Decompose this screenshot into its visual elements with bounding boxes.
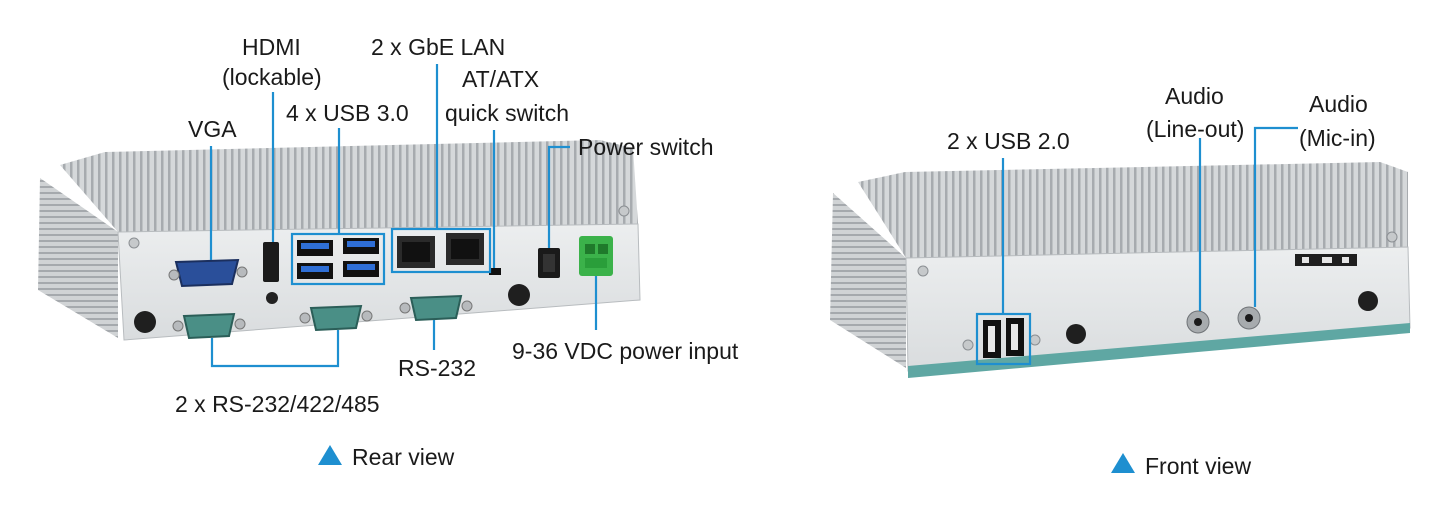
hdmi-port-icon xyxy=(263,242,279,282)
atatx-label: AT/ATX xyxy=(462,66,539,92)
triangle-icon xyxy=(318,445,342,465)
lan-label: 2 x GbE LAN xyxy=(371,34,505,60)
com-port-icon xyxy=(399,294,473,322)
rear-view-caption: Rear view xyxy=(352,444,455,470)
line-out-label: Audio xyxy=(1165,83,1224,109)
vga-port-icon xyxy=(168,258,248,288)
rear-chassis-side xyxy=(38,178,118,338)
mic-in-leader-line xyxy=(1253,126,1298,307)
atatx-sublabel: quick switch xyxy=(445,100,569,126)
antenna-hole-icon xyxy=(134,311,156,333)
antenna-hole-icon xyxy=(1358,291,1378,311)
usb30-ports-icon xyxy=(297,238,379,279)
front-chassis-side xyxy=(830,193,906,368)
lan-highlight-box xyxy=(390,227,492,274)
mic-in-label: Audio xyxy=(1309,91,1368,117)
screw-icon xyxy=(128,237,140,249)
led-indicator-icon xyxy=(1295,254,1357,266)
vga-label: VGA xyxy=(188,116,237,142)
com-port-icon xyxy=(172,312,246,340)
antenna-hole-icon xyxy=(1066,324,1086,344)
front-view-caption: Front view xyxy=(1145,453,1251,479)
screw-icon xyxy=(618,205,630,217)
power-switch-icon xyxy=(538,248,560,278)
mic-in-jack-icon xyxy=(1237,306,1261,330)
usb20-label: 2 x USB 2.0 xyxy=(947,128,1070,154)
screw-icon xyxy=(1029,334,1041,346)
mic-in-sublabel: (Mic-in) xyxy=(1299,125,1376,151)
rear-callouts xyxy=(209,64,598,368)
com-port-icon xyxy=(299,304,373,332)
power-terminal-icon xyxy=(579,236,613,276)
power-input-label: 9-36 VDC power input xyxy=(512,338,739,364)
rear-io-panel xyxy=(117,223,641,341)
power-switch-label: Power switch xyxy=(578,134,713,160)
lan-ports-icon xyxy=(397,233,484,268)
screw-icon xyxy=(962,339,974,351)
teal-stripe xyxy=(908,323,1410,378)
rs485-leader-line xyxy=(210,330,340,368)
front-callouts xyxy=(975,126,1298,366)
rs232-422-485-label: 2 x RS-232/422/485 xyxy=(175,391,380,417)
triangle-icon xyxy=(1111,453,1135,473)
antenna-hole-icon xyxy=(508,284,530,306)
front-chassis-top xyxy=(858,162,1408,258)
hdmi-sublabel: (lockable) xyxy=(222,64,322,90)
usb30-label: 4 x USB 3.0 xyxy=(286,100,409,126)
hdmi-label: HDMI xyxy=(242,34,301,60)
screw-icon xyxy=(917,265,929,277)
screw-icon xyxy=(1386,231,1398,243)
line-out-jack-icon xyxy=(1186,310,1210,334)
usb20-ports-icon xyxy=(983,318,1024,358)
line-out-sublabel: (Line-out) xyxy=(1146,116,1244,142)
atatx-switch-icon xyxy=(489,268,501,275)
hdmi-screw-icon xyxy=(266,292,278,304)
front-device xyxy=(830,162,1411,378)
rs232-label: RS-232 xyxy=(398,355,476,381)
power-switch-leader-line xyxy=(547,145,570,248)
rear-chassis-top xyxy=(60,140,638,232)
